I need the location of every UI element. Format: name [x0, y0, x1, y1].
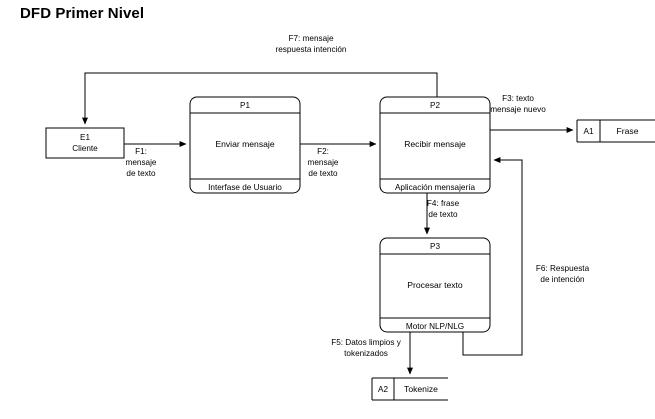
- data-store-a2-name: Tokenize: [404, 384, 438, 394]
- process-p2-id: P2: [429, 101, 440, 110]
- process-p2-name: Recibir mensaje: [404, 139, 466, 149]
- data-store-a1[interactable]: [576, 119, 655, 143]
- external-entity-e1[interactable]: [45, 127, 125, 159]
- external-entity-e1-name: Cliente: [72, 144, 98, 153]
- external-entity-e1-text: E1: [79, 133, 90, 142]
- process-p1-name: Enviar mensaje: [215, 139, 275, 149]
- page-title: DFD Primer Nivel: [20, 5, 145, 22]
- process-p1[interactable]: [189, 96, 301, 194]
- data-store-a1-id: A1: [583, 127, 594, 136]
- process-p2[interactable]: [379, 96, 491, 194]
- process-p3-name: Procesar texto: [407, 280, 463, 290]
- process-p3[interactable]: [379, 237, 491, 333]
- process-p3-outline: [379, 237, 491, 333]
- flow-f4-label: F4: frase de texto: [426, 199, 460, 219]
- external-entity-e1-outline: [45, 127, 125, 159]
- data-store-a2-id: A2: [377, 385, 388, 394]
- process-p1-id: P1: [239, 101, 250, 110]
- process-p1-footer: Interfase de Usuario: [208, 183, 282, 192]
- flow-f2-label: F2: mensaje de texto: [307, 147, 339, 178]
- flow-f1-label: F1: mensaje de texto: [125, 147, 157, 178]
- data-store-a1-name: Frase: [616, 126, 639, 136]
- process-p1-outline: [189, 96, 301, 194]
- data-store-a2[interactable]: [371, 377, 448, 401]
- process-p3-id: P3: [429, 242, 440, 251]
- flow-f7-label: F7: mensaje respuesta intención: [275, 34, 347, 54]
- flow-f3-label: F3: texto mensaje nuevo: [490, 94, 546, 114]
- flow-f6-arrow: [462, 157, 523, 356]
- flow-f5-label: F5: Datos limpios y tokenizados: [331, 338, 401, 358]
- flow-f7-arrow: [82, 72, 438, 125]
- flow-f6-label: F6: Respuesta de intención: [535, 264, 590, 284]
- process-p2-footer: Aplicación mensajería: [394, 183, 476, 192]
- process-p3-footer: Motor NLP/NLG: [405, 322, 465, 331]
- process-p2-outline: [379, 96, 491, 194]
